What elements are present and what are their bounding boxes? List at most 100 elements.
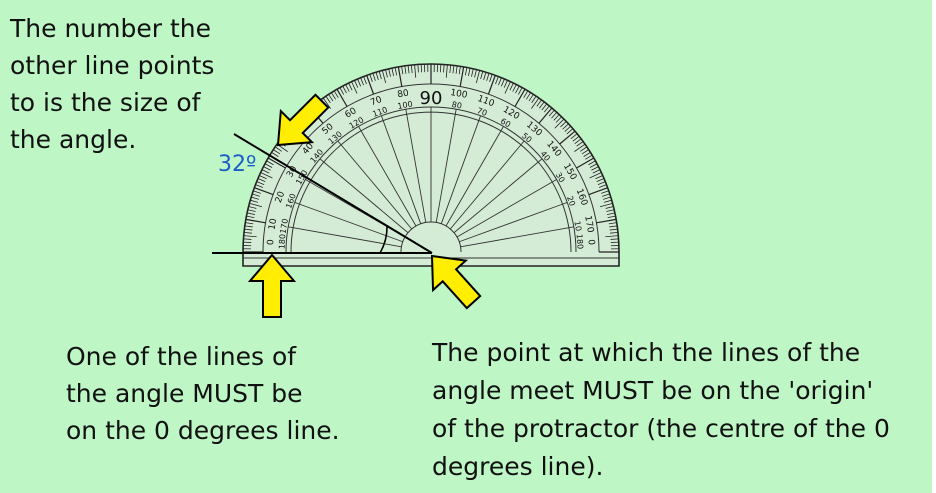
protractor-tick — [256, 181, 265, 185]
protractor-tick — [609, 228, 618, 231]
protractor-tick — [598, 184, 607, 188]
protractor-tick — [503, 80, 508, 88]
protractor-tick — [504, 81, 511, 94]
angle-arm-line — [233, 133, 433, 254]
protractor-tick — [603, 196, 611, 200]
protractor-tick — [331, 92, 336, 100]
protractor-inner-tick — [500, 126, 504, 131]
protractor-tick — [574, 143, 586, 152]
protractor-tick — [541, 103, 548, 111]
protractor-inner-tick — [305, 179, 310, 183]
protractor-tick — [583, 152, 591, 157]
protractor-tick — [551, 112, 558, 119]
end-scale-label: 180 — [575, 234, 585, 250]
protractor-tick — [606, 209, 615, 212]
protractor-tick — [348, 82, 353, 91]
protractor-tick — [245, 218, 266, 224]
protractor-spoke — [460, 227, 569, 248]
protractor-tick — [495, 76, 499, 85]
protractor-tick — [385, 69, 388, 78]
inner-scale-label: 100 — [397, 100, 414, 112]
protractor-tick — [375, 72, 379, 80]
protractor-tick — [378, 71, 382, 80]
outer-scale-label: 20 — [274, 190, 287, 204]
protractor-spoke — [406, 114, 427, 223]
protractor-tick — [452, 65, 455, 74]
protractor-tick — [498, 77, 502, 86]
annotation-angle-size: The number the other line points to is t… — [10, 10, 214, 158]
protractor-tick — [449, 64, 452, 74]
protractor-tick — [566, 128, 574, 135]
protractor-tick — [606, 212, 615, 215]
protractor-tick — [247, 212, 256, 215]
protractor-tick — [247, 209, 256, 212]
protractor-inner-tick — [454, 109, 457, 115]
protractor-tick — [263, 166, 271, 171]
protractor-tick — [243, 238, 252, 240]
protractor-tick — [366, 75, 375, 95]
inner-scale-label: 30 — [554, 171, 567, 184]
protractor-tick — [475, 70, 481, 84]
protractor-tick — [417, 64, 419, 73]
protractor-tick — [468, 68, 471, 77]
protractor-tick — [325, 95, 331, 103]
protractor-tick — [560, 121, 567, 128]
protractor-spoke — [293, 227, 402, 248]
protractor-tick — [266, 160, 274, 166]
protractor-tick — [345, 84, 350, 92]
protractor-tick — [246, 215, 255, 219]
protractor-tick — [581, 149, 589, 155]
protractor-tick — [264, 163, 273, 168]
annotation-line: on the 0 degrees line. — [66, 416, 340, 445]
annotation-line: of the protractor (the centre of the 0 — [432, 414, 890, 443]
protractor-tick — [455, 65, 458, 74]
inner-scale-label: 70 — [476, 106, 489, 118]
protractor-tick — [259, 175, 267, 180]
protractor-spoke — [323, 161, 409, 234]
protractor-tick — [414, 64, 417, 78]
protractor-tick — [597, 181, 606, 185]
arrow-to-angle-reading-icon — [276, 93, 330, 147]
inner-scale-label: 80 — [451, 100, 463, 111]
protractor-spoke — [456, 181, 553, 238]
protractor-tick — [397, 66, 403, 87]
protractor-tick — [274, 146, 282, 152]
annotation-line: degrees line). — [432, 452, 604, 481]
protractor-inner-tick — [294, 201, 300, 205]
protractor-tick — [605, 235, 619, 238]
protractor-tick — [253, 190, 261, 194]
protractor-tick — [517, 87, 523, 95]
outer-scale-label: 10 — [268, 217, 280, 230]
outer-scale-label: 170 — [582, 215, 595, 234]
end-scale-label: 0 — [586, 239, 596, 246]
protractor-tick — [601, 190, 609, 194]
protractor-tick — [603, 199, 612, 203]
end-scale-label: 180 — [277, 234, 287, 250]
protractor-tick — [369, 74, 373, 82]
annotation-line: One of the lines of — [66, 342, 297, 371]
protractor-tick — [459, 66, 465, 87]
protractor-tick — [458, 66, 461, 75]
protractor-tick — [572, 135, 580, 142]
protractor-tick — [487, 75, 496, 95]
protractor-tick — [339, 87, 345, 95]
protractor-tick — [589, 172, 602, 179]
protractor-tick — [528, 94, 534, 102]
protractor-spoke — [435, 114, 456, 223]
protractor-tick — [585, 154, 593, 160]
protractor-tick — [588, 160, 596, 166]
protractor-spoke — [449, 144, 522, 230]
protractor-tick — [536, 99, 542, 107]
protractor-tick — [464, 67, 468, 76]
protractor-tick — [251, 196, 259, 200]
outer-scale-label: 70 — [369, 95, 383, 108]
protractor-tick — [509, 82, 514, 91]
protractor-tick — [531, 97, 540, 109]
annotation-line: angle meet MUST be on the 'origin' — [432, 376, 874, 405]
protractor-tick — [596, 178, 605, 183]
protractor-tick — [252, 193, 260, 197]
protractor-tick — [245, 222, 254, 225]
protractor-tick — [471, 68, 474, 77]
protractor-inner-tick — [319, 158, 325, 163]
protractor-tick — [554, 118, 565, 129]
